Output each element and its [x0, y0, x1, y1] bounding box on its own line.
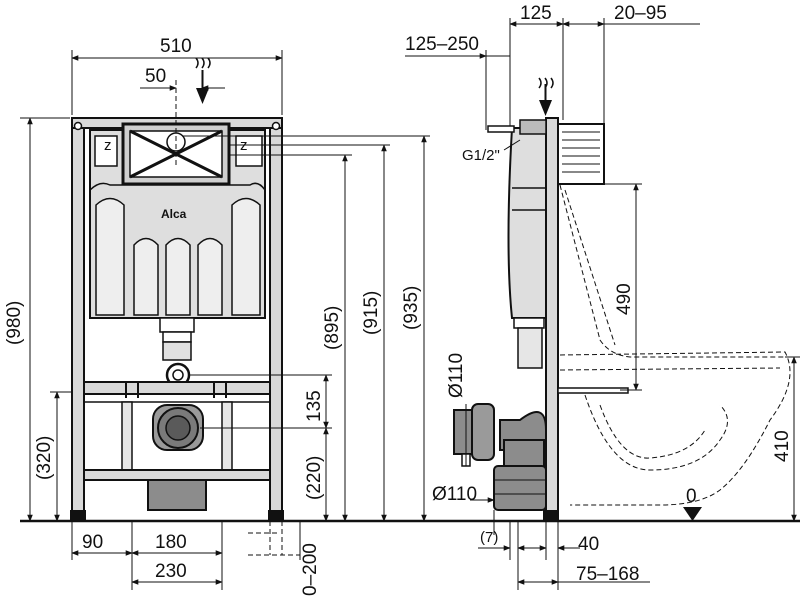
side-dimensions — [405, 18, 800, 590]
dim-935: (935) — [401, 286, 422, 330]
dim-7: (7) — [480, 529, 498, 546]
dim-40: 40 — [578, 534, 599, 555]
dim-180: 180 — [155, 532, 187, 553]
dim-125: 125 — [520, 3, 552, 24]
dim-980: (980) — [4, 301, 25, 345]
dim-230: 230 — [155, 561, 187, 582]
brand-logo: Alca — [161, 207, 187, 221]
front-view: z z Alca — [70, 57, 284, 520]
side-flush-box — [557, 123, 605, 185]
dim-320: (320) — [34, 436, 55, 480]
label-g1-2: G1/2" — [462, 147, 500, 164]
dim-410: 410 — [772, 430, 793, 462]
dim-510: 510 — [160, 36, 192, 57]
dim-dia110-lower: Ø110 — [432, 484, 477, 505]
side-cistern — [507, 127, 547, 319]
frame-middle-rail — [83, 381, 271, 395]
dim-490: 490 — [614, 283, 635, 315]
dim-dia110-upper: Ø110 — [446, 353, 467, 398]
dim-90: 90 — [82, 532, 103, 553]
dim-220: (220) — [304, 456, 325, 500]
frame-left-post — [71, 117, 85, 517]
frame-right-post — [269, 117, 283, 517]
side-view — [453, 77, 791, 521]
side-frame-post — [545, 117, 559, 517]
dim-135: 135 — [304, 390, 325, 422]
dim-0-200: 0–200 — [300, 543, 321, 596]
frame-bottom-rail — [83, 469, 271, 481]
svg-text:z: z — [104, 137, 112, 154]
label-zero: 0 — [686, 486, 697, 507]
front-dimensions — [20, 50, 430, 590]
dim-50: 50 — [145, 66, 166, 87]
dim-915: (915) — [361, 291, 382, 335]
dim-895: (895) — [322, 306, 343, 350]
dim-75-168: 75–168 — [576, 564, 639, 585]
dim-125-250: 125–250 — [405, 34, 479, 55]
dim-20-95: 20–95 — [614, 3, 667, 24]
zero-level-marker — [683, 507, 702, 521]
